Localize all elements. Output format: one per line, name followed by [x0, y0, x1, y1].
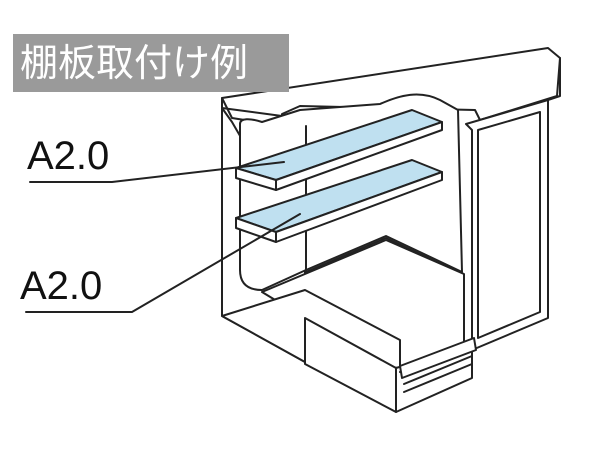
upper-shelf-edge: [275, 121, 443, 191]
door-frame: [465, 99, 549, 351]
lower-shelf-edge: [275, 171, 443, 243]
callout-leader-upper: [29, 161, 285, 183]
upper-shelf-callout-label: A2.0: [27, 134, 110, 178]
door-track: [399, 337, 477, 379]
title-banner: [13, 34, 289, 92]
callout-leader-lower: [25, 213, 301, 313]
lower-shelf-callout-label: A2.0: [20, 264, 103, 308]
door-inner: [477, 111, 541, 339]
page-title: 棚板取付け例: [20, 41, 249, 85]
